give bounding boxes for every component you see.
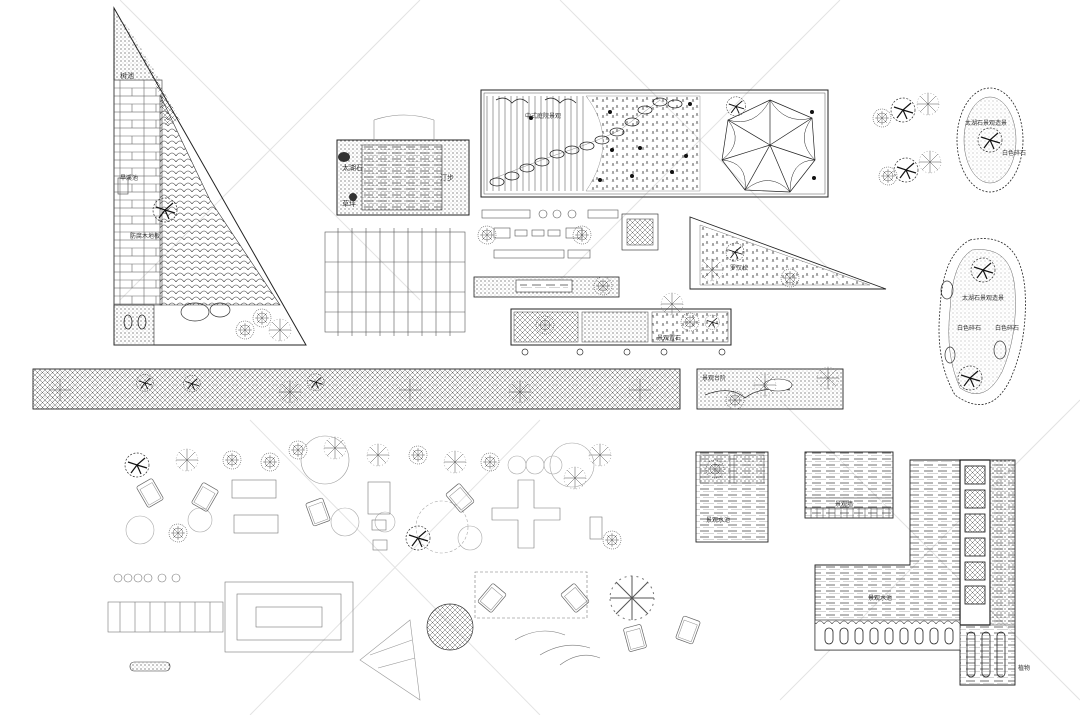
small-triangle-plan: 罗汉松 [689,216,887,290]
small-paving-plan: 景观水池 [695,451,769,543]
bench-note-label: 景观置石 [657,335,681,342]
pond-detail-strip [481,209,659,259]
oval-rock-garden-top: 太湖石景观造景 白色碎石 [956,87,1026,193]
pond-title-label: 中式庭院景观 [525,112,561,120]
l-shaped-deck-plan: 景观水池 植物 [814,459,1030,686]
plant-symbol-library [124,435,655,651]
step-stone-label: 汀步 [440,174,454,182]
wall-section-plan: 景观墙 [804,451,894,519]
planter-boxes: 景观置石 [510,292,732,356]
oval2-left-label: 白色碎石 [957,324,981,332]
triangle-garden-plan: 树池 旱溪池 防腐木地板 [113,6,307,346]
deck-path-label: 防腐木地板 [130,232,160,240]
pergola-grid [324,228,466,336]
dry-creek-label: 旱溪池 [120,174,138,182]
water-label-lower: 景观水池 [706,516,730,524]
planter-strip [473,276,620,298]
small-bed-right: 景观台阶 [696,366,844,410]
tree-pool-label: 树池 [120,71,134,80]
tree-note-label: 罗汉松 [730,264,748,272]
taihu-stone-label: 太湖石 [342,163,363,172]
wall-label: 景观墙 [835,500,853,508]
lower-right-water-label: 景观水池 [868,594,892,602]
oval-right-top-label: 白色碎石 [1002,149,1026,157]
tree-symbols-top-right [872,92,942,186]
stair-note-label: 景观台阶 [702,374,726,382]
courtyard-plan: 太湖石 汀步 草坪 [336,114,470,216]
oval2-right-label: 白色碎石 [995,324,1019,332]
pond-garden-plan: 中式庭院景观 [480,89,829,198]
lawn-label: 草坪 [342,199,356,208]
long-planter-bed [32,368,681,410]
furniture-symbol-library [107,477,701,701]
oval2-side-label: 太湖石景观造景 [962,294,1004,302]
corner-label: 植物 [1018,664,1030,672]
pavilion-icon [721,99,816,193]
oval-rock-garden-bottom: 白色碎石 白色碎石 太湖石景观造景 [938,238,1026,405]
lower-left-triangle-stair [359,619,421,701]
oval-left-top-label: 太湖石景观造景 [965,119,1007,127]
